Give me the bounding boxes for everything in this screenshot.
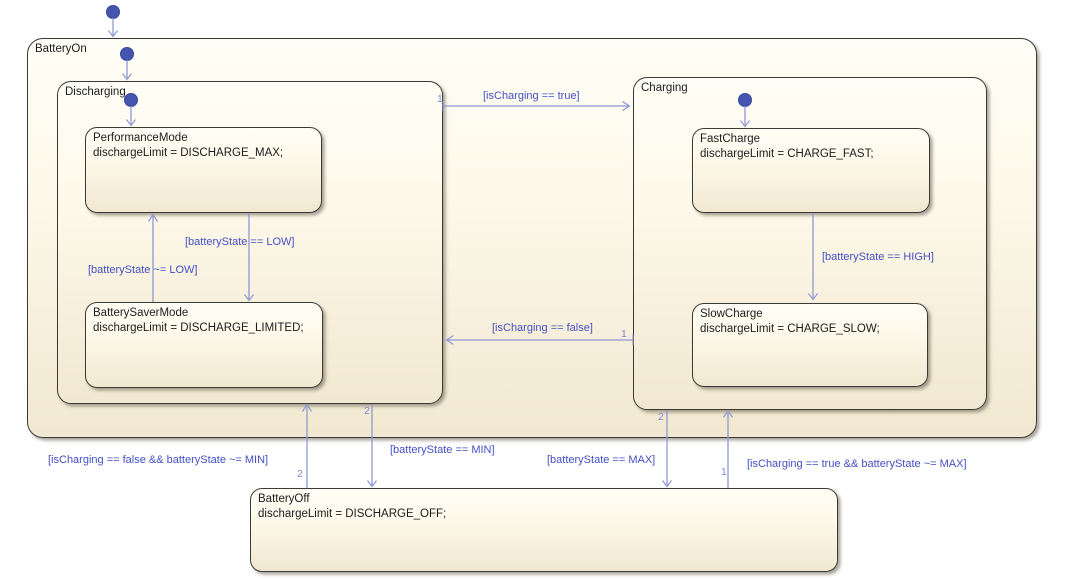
state-name-label: BatteryOff	[258, 493, 310, 505]
transition-order-badge: 1	[437, 93, 443, 105]
arrowhead-down-icon	[244, 294, 254, 302]
state-name-label: Charging	[641, 82, 688, 94]
transition-fast-to-slow[interactable]	[808, 213, 818, 301]
transition-discharging-to-battery-off[interactable]	[367, 404, 377, 488]
arrowhead-right-icon	[622, 100, 631, 112]
arrowhead-up-icon	[147, 213, 159, 222]
state-battery-off[interactable]: BatteryOff dischargeLimit = DISCHARGE_OF…	[250, 488, 838, 572]
transition-order-badge: 1	[721, 466, 727, 478]
state-name-label: FastCharge	[700, 133, 761, 145]
arrowhead-up-icon	[301, 403, 313, 412]
state-name-label: PerformanceMode	[93, 132, 188, 144]
state-name-label: BatterySaverMode	[93, 307, 189, 319]
arrowhead-down-icon	[367, 480, 377, 488]
arrowhead-down-icon	[808, 293, 818, 301]
state-name-label: BatteryOn	[35, 43, 87, 55]
arrowhead-down-icon	[662, 480, 672, 488]
transition-battery-off-to-discharging[interactable]	[301, 403, 313, 489]
transition-performance-to-saver[interactable]	[244, 213, 254, 302]
default-transition-performance-mode[interactable]	[124, 93, 138, 127]
arrowhead-down-icon	[122, 73, 132, 81]
state-fast-charge[interactable]: FastCharge dischargeLimit = CHARGE_FAST;	[692, 128, 930, 213]
state-action-label: dischargeLimit = DISCHARGE_OFF;	[258, 508, 447, 520]
arrowhead-left-icon	[445, 334, 454, 346]
state-performance-mode[interactable]: PerformanceMode dischargeLimit = DISCHAR…	[85, 127, 322, 213]
transition-order-badge: 1	[621, 328, 627, 340]
state-action-label: dischargeLimit = DISCHARGE_MAX;	[93, 147, 284, 159]
transition-order-badge: 2	[364, 405, 370, 417]
initial-state-dot	[738, 93, 752, 107]
transition-discharging-to-charging[interactable]	[442, 100, 631, 112]
state-action-label: dischargeLimit = DISCHARGE_LIMITED;	[93, 322, 304, 334]
transition-label-off-to-charging[interactable]: [isCharging == true && batteryState ~= M…	[747, 458, 967, 470]
transition-label-batterystate-max[interactable]: [batteryState == MAX]	[547, 454, 656, 466]
transition-label-off-to-discharging[interactable]: [isCharging == false && batteryState ~= …	[48, 454, 269, 466]
arrowhead-down-icon	[740, 120, 750, 128]
default-transition-discharging[interactable]	[120, 47, 134, 81]
transition-label-batterystate-min[interactable]: [batteryState == MIN]	[390, 444, 495, 456]
transition-label-ischarging-false[interactable]: [isCharging == false]	[492, 322, 593, 334]
default-transition-fast-charge[interactable]	[738, 93, 752, 128]
transition-saver-to-performance[interactable]	[147, 213, 159, 303]
state-action-label: dischargeLimit = CHARGE_SLOW;	[700, 323, 880, 335]
transition-charging-to-discharging[interactable]	[445, 334, 634, 346]
arrowhead-down-icon	[126, 119, 136, 127]
arrowhead-up-icon	[722, 409, 734, 418]
state-battery-saver-mode[interactable]: BatterySaverMode dischargeLimit = DISCHA…	[85, 302, 323, 388]
transition-battery-off-to-charging[interactable]	[722, 409, 734, 489]
transition-label-batterystate-high[interactable]: [batteryState == HIGH]	[822, 251, 934, 263]
transition-order-badge: 2	[658, 411, 664, 423]
state-name-label: Discharging	[65, 86, 126, 98]
transition-label-ischarging-true[interactable]: [isCharging == true]	[483, 90, 580, 102]
initial-state-dot	[120, 47, 134, 61]
initial-state-dot	[124, 93, 138, 107]
state-action-label: dischargeLimit = CHARGE_FAST;	[700, 148, 874, 160]
state-slow-charge[interactable]: SlowCharge dischargeLimit = CHARGE_SLOW;	[692, 303, 928, 387]
transition-label-batterystate-low[interactable]: [batteryState == LOW]	[185, 236, 295, 248]
arrowhead-down-icon	[108, 30, 118, 38]
transition-order-badge: 2	[297, 468, 303, 480]
state-name-label: SlowCharge	[700, 308, 763, 320]
initial-state-dot	[106, 5, 120, 19]
transition-label-batterystate-not-low[interactable]: [batteryState ~= LOW]	[88, 264, 198, 276]
transition-charging-to-battery-off[interactable]	[662, 410, 672, 488]
default-transition-battery-on[interactable]	[106, 5, 120, 38]
